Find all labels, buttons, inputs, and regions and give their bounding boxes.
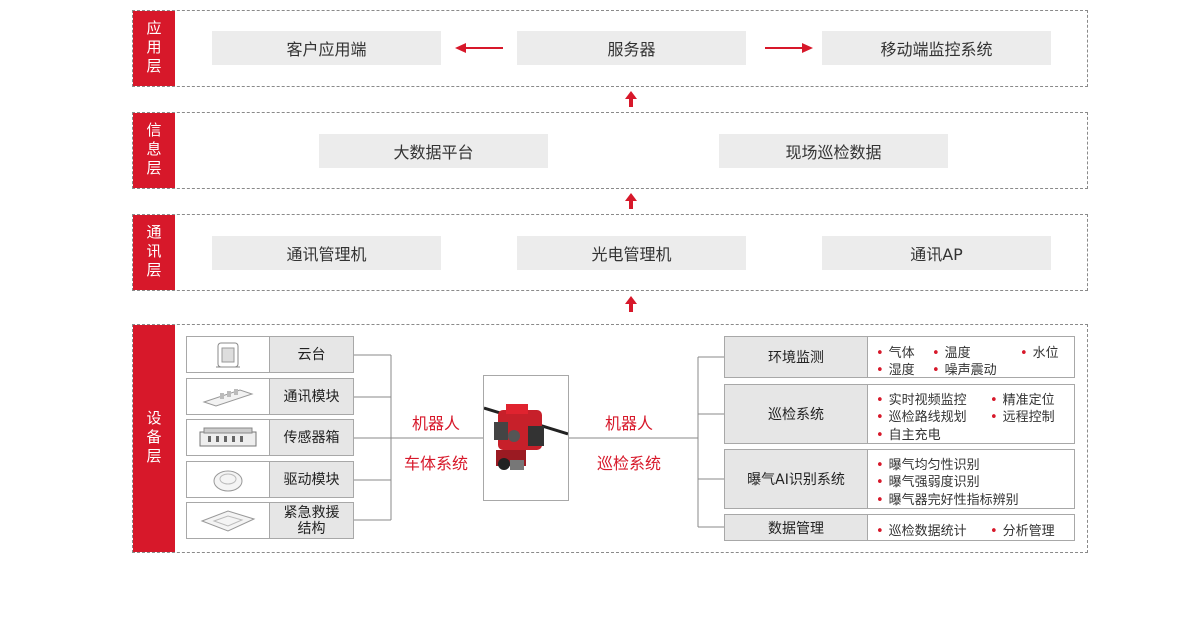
module-name: 通讯模块 [270, 379, 353, 414]
module-drive: 驱动模块 [186, 461, 354, 498]
comm-manager-box: 通讯管理机 [212, 236, 441, 270]
module-name: 云台 [270, 337, 353, 372]
bullet-item: 远程控制 [990, 406, 1055, 425]
robot-inspection-label-2: 巡检系统 [597, 454, 662, 473]
bullet-item: 分析管理 [990, 520, 1055, 539]
sensor-box-icon [199, 427, 257, 446]
ptz-image [187, 337, 270, 372]
module-sensor-box: 传感器箱 [186, 419, 354, 456]
arrow-up-icon [625, 91, 637, 107]
big-data-platform-box: 大数据平台 [319, 134, 548, 168]
mobile-monitor-box: 移动端监控系统 [822, 31, 1051, 65]
arrow-up-icon [625, 296, 637, 312]
field-inspection-data-box: 现场巡检数据 [719, 134, 948, 168]
bullet-item: 巡检路线规划 [876, 406, 967, 425]
arrow-left-icon [455, 43, 503, 53]
arrow-up-icon [625, 193, 637, 209]
communication-layer-label: 通讯层 [133, 215, 175, 290]
optical-manager-box: 光电管理机 [517, 236, 746, 270]
arrow-right-icon [765, 43, 813, 53]
robot-body-label-2: 车体系统 [404, 454, 469, 473]
function-items: 气体 温度 水位 湿度 噪声震动 [868, 337, 1074, 378]
function-name: 巡检系统 [725, 385, 868, 443]
application-layer-label: 应用层 [133, 11, 175, 86]
function-aeration-ai: 曝气AI识别系统 曝气均匀性识别 曝气强弱度识别 曝气器完好性指标辨别 [724, 449, 1075, 509]
drive-icon [213, 470, 243, 491]
bullet-item: 精准定位 [990, 389, 1055, 408]
robot-icon [483, 404, 569, 470]
camera-icon [216, 342, 240, 367]
function-items: 巡检数据统计 分析管理 [868, 515, 1074, 540]
function-items: 实时视频监控 精准定位 巡检路线规划 远程控制 自主充电 [868, 385, 1074, 443]
bullet-item: 曝气器完好性指标辨别 [876, 489, 1019, 508]
module-ptz: 云台 [186, 336, 354, 373]
bullet-item: 曝气均匀性识别 [876, 454, 980, 473]
robot-body-label-1: 机器人 [412, 414, 461, 433]
comm-module-image [187, 379, 270, 414]
client-app-box: 客户应用端 [212, 31, 441, 65]
bullet-item: 噪声震动 [932, 359, 997, 378]
bullet-item: 实时视频监控 [876, 389, 967, 408]
function-inspection-system: 巡检系统 实时视频监控 精准定位 巡检路线规划 远程控制 自主充电 [724, 384, 1075, 444]
module-name: 驱动模块 [270, 462, 353, 497]
information-layer-label: 信息层 [133, 113, 175, 188]
rescue-icon [200, 509, 256, 532]
function-data-management: 数据管理 巡检数据统计 分析管理 [724, 514, 1075, 541]
module-icon [202, 388, 254, 407]
rescue-structure-image [187, 503, 270, 538]
bullet-item: 温度 [932, 342, 971, 361]
bullet-item: 曝气强弱度识别 [876, 471, 980, 490]
device-layer-label: 设备层 [133, 325, 175, 552]
server-box: 服务器 [517, 31, 746, 65]
function-name: 曝气AI识别系统 [725, 450, 868, 508]
robot-image [483, 375, 569, 501]
bullet-item: 气体 [876, 342, 915, 361]
drive-module-image [187, 462, 270, 497]
function-name: 环境监测 [725, 337, 868, 377]
sensor-box-image [187, 420, 270, 455]
function-name: 数据管理 [725, 515, 868, 540]
module-rescue: 紧急救援 结构 [186, 502, 354, 539]
robot-inspection-label-1: 机器人 [605, 414, 654, 433]
module-comm: 通讯模块 [186, 378, 354, 415]
module-name: 紧急救援 结构 [270, 503, 353, 538]
function-environment-monitoring: 环境监测 气体 温度 水位 湿度 噪声震动 [724, 336, 1075, 378]
bullet-item: 自主充电 [876, 424, 941, 443]
module-name: 传感器箱 [270, 420, 353, 455]
function-items: 曝气均匀性识别 曝气强弱度识别 曝气器完好性指标辨别 [868, 450, 1074, 508]
bullet-item: 水位 [1020, 342, 1059, 361]
bullet-item: 巡检数据统计 [876, 520, 967, 539]
bullet-item: 湿度 [876, 359, 915, 378]
comm-ap-box: 通讯AP [822, 236, 1051, 270]
